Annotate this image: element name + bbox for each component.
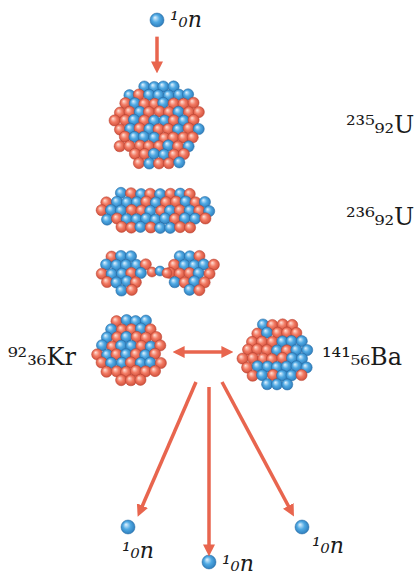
- reaction-arrow: [181, 350, 225, 354]
- neutron-ball: [135, 221, 146, 232]
- neutron-ball: [174, 157, 185, 168]
- nuclide-symbol: ¹₀n: [222, 551, 254, 576]
- proton-ball: [135, 374, 146, 385]
- nuclide-symbol: ⁹²₃₆Kr: [8, 344, 76, 372]
- proton-ball: [116, 221, 127, 232]
- neutron-ball: [271, 379, 282, 390]
- nuclide-symbol: ¹₀n: [312, 533, 344, 558]
- proton-ball: [200, 213, 211, 224]
- nuclide-symbol: ¹₀n: [170, 7, 202, 32]
- nuclide-symbol: ²³⁵₉₂U: [346, 112, 414, 140]
- proton-ball: [162, 268, 172, 278]
- emission-arrow: [207, 387, 211, 548]
- proton-ball: [163, 158, 174, 169]
- nucleus: ¹⁴¹₅₆Ba: [237, 315, 403, 393]
- nucleons: [92, 13, 313, 569]
- proton-ball: [194, 285, 205, 296]
- neutron-ball: [150, 13, 164, 27]
- proton-ball: [184, 222, 195, 233]
- neutron-ball: [262, 379, 273, 390]
- nucleus: ²³⁶₉₂U: [96, 184, 415, 238]
- proton-ball: [175, 221, 186, 232]
- nuclide-symbol: ¹₀n: [122, 538, 154, 563]
- neutron: ¹₀n: [149, 6, 203, 33]
- proton-ball: [149, 365, 160, 376]
- emission-arrow: [222, 382, 290, 509]
- proton-ball: [296, 369, 307, 380]
- neutron-ball: [282, 379, 293, 390]
- nuclide-symbol: ²³⁶₉₂U: [346, 204, 414, 232]
- nuclide-symbol: ¹⁴¹₅₆Ba: [322, 344, 402, 372]
- neutron-ball: [101, 214, 112, 225]
- neutron: ¹₀n: [294, 519, 345, 560]
- nucleus: ⁹²₃₆Kr: [7, 311, 169, 389]
- emission-arrow: [141, 382, 196, 509]
- proton-ball: [153, 158, 164, 169]
- reaction-arrow: [155, 37, 159, 65]
- neutron-ball: [155, 222, 166, 233]
- emission-arrows: [141, 382, 290, 548]
- proton-ball: [126, 284, 137, 295]
- neutron: ¹₀n: [120, 519, 155, 565]
- proton-ball: [101, 366, 112, 377]
- neutron-ball: [165, 222, 176, 233]
- neutron-ball: [121, 520, 135, 534]
- neutron-ball: [116, 285, 127, 296]
- proton-ball: [133, 157, 144, 168]
- neutron: ¹₀n: [201, 550, 255, 577]
- nucleus: ²³⁵₉₂U: [109, 77, 415, 173]
- neutron-ball: [295, 520, 309, 534]
- neutron-ball: [202, 555, 216, 569]
- neutron-ball: [169, 277, 180, 288]
